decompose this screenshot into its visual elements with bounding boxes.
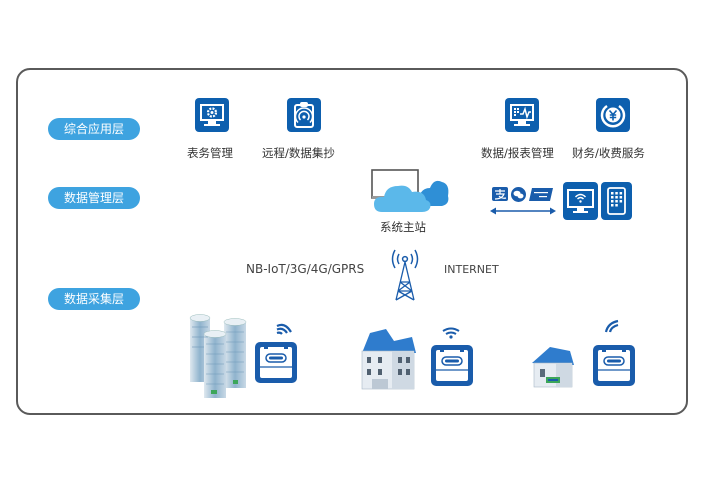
app-label-data-reports: 数据/报表管理	[481, 146, 554, 160]
villa-icon	[361, 329, 416, 390]
app-label-remote-reading: 远程/数据集抄	[262, 146, 335, 160]
layer-data-management: 数据管理层	[48, 187, 140, 209]
wechat-icon	[511, 187, 526, 202]
internet-label: INTERNET	[444, 263, 499, 276]
unionpay-icon	[529, 188, 553, 201]
wireless-signal-icon	[442, 327, 460, 339]
signal-tower-icon	[391, 249, 419, 301]
monitor-wifi-icon	[563, 182, 598, 220]
high-rise-buildings-icon	[189, 314, 247, 398]
clipboard-signal-icon	[287, 98, 321, 132]
gas-meter-icon	[255, 342, 297, 383]
alipay-icon	[492, 187, 508, 201]
bidirectional-arrow	[490, 207, 556, 215]
layer-application: 综合应用层	[48, 118, 140, 140]
gas-meter-icon	[593, 345, 635, 386]
monitor-gear-icon	[195, 98, 229, 132]
tablet-icon	[601, 182, 632, 220]
app-label-meter-management: 表务管理	[187, 146, 233, 160]
wireless-signal-icon	[276, 323, 292, 335]
diagram-frame	[16, 68, 688, 415]
network-protocols-label: NB-IoT/3G/4G/GPRS	[246, 262, 365, 276]
wireless-signal-icon	[604, 319, 619, 333]
layer-data-collection: 数据采集层	[48, 288, 140, 310]
app-label-finance-billing: 财务/收费服务	[572, 146, 645, 160]
master-station-label: 系统主站	[380, 220, 426, 234]
monitor-chart-icon	[505, 98, 539, 132]
gas-meter-icon	[431, 345, 473, 386]
cloud-server-icon	[371, 169, 449, 212]
yuan-coin-icon	[596, 98, 630, 132]
house-icon	[532, 347, 574, 388]
